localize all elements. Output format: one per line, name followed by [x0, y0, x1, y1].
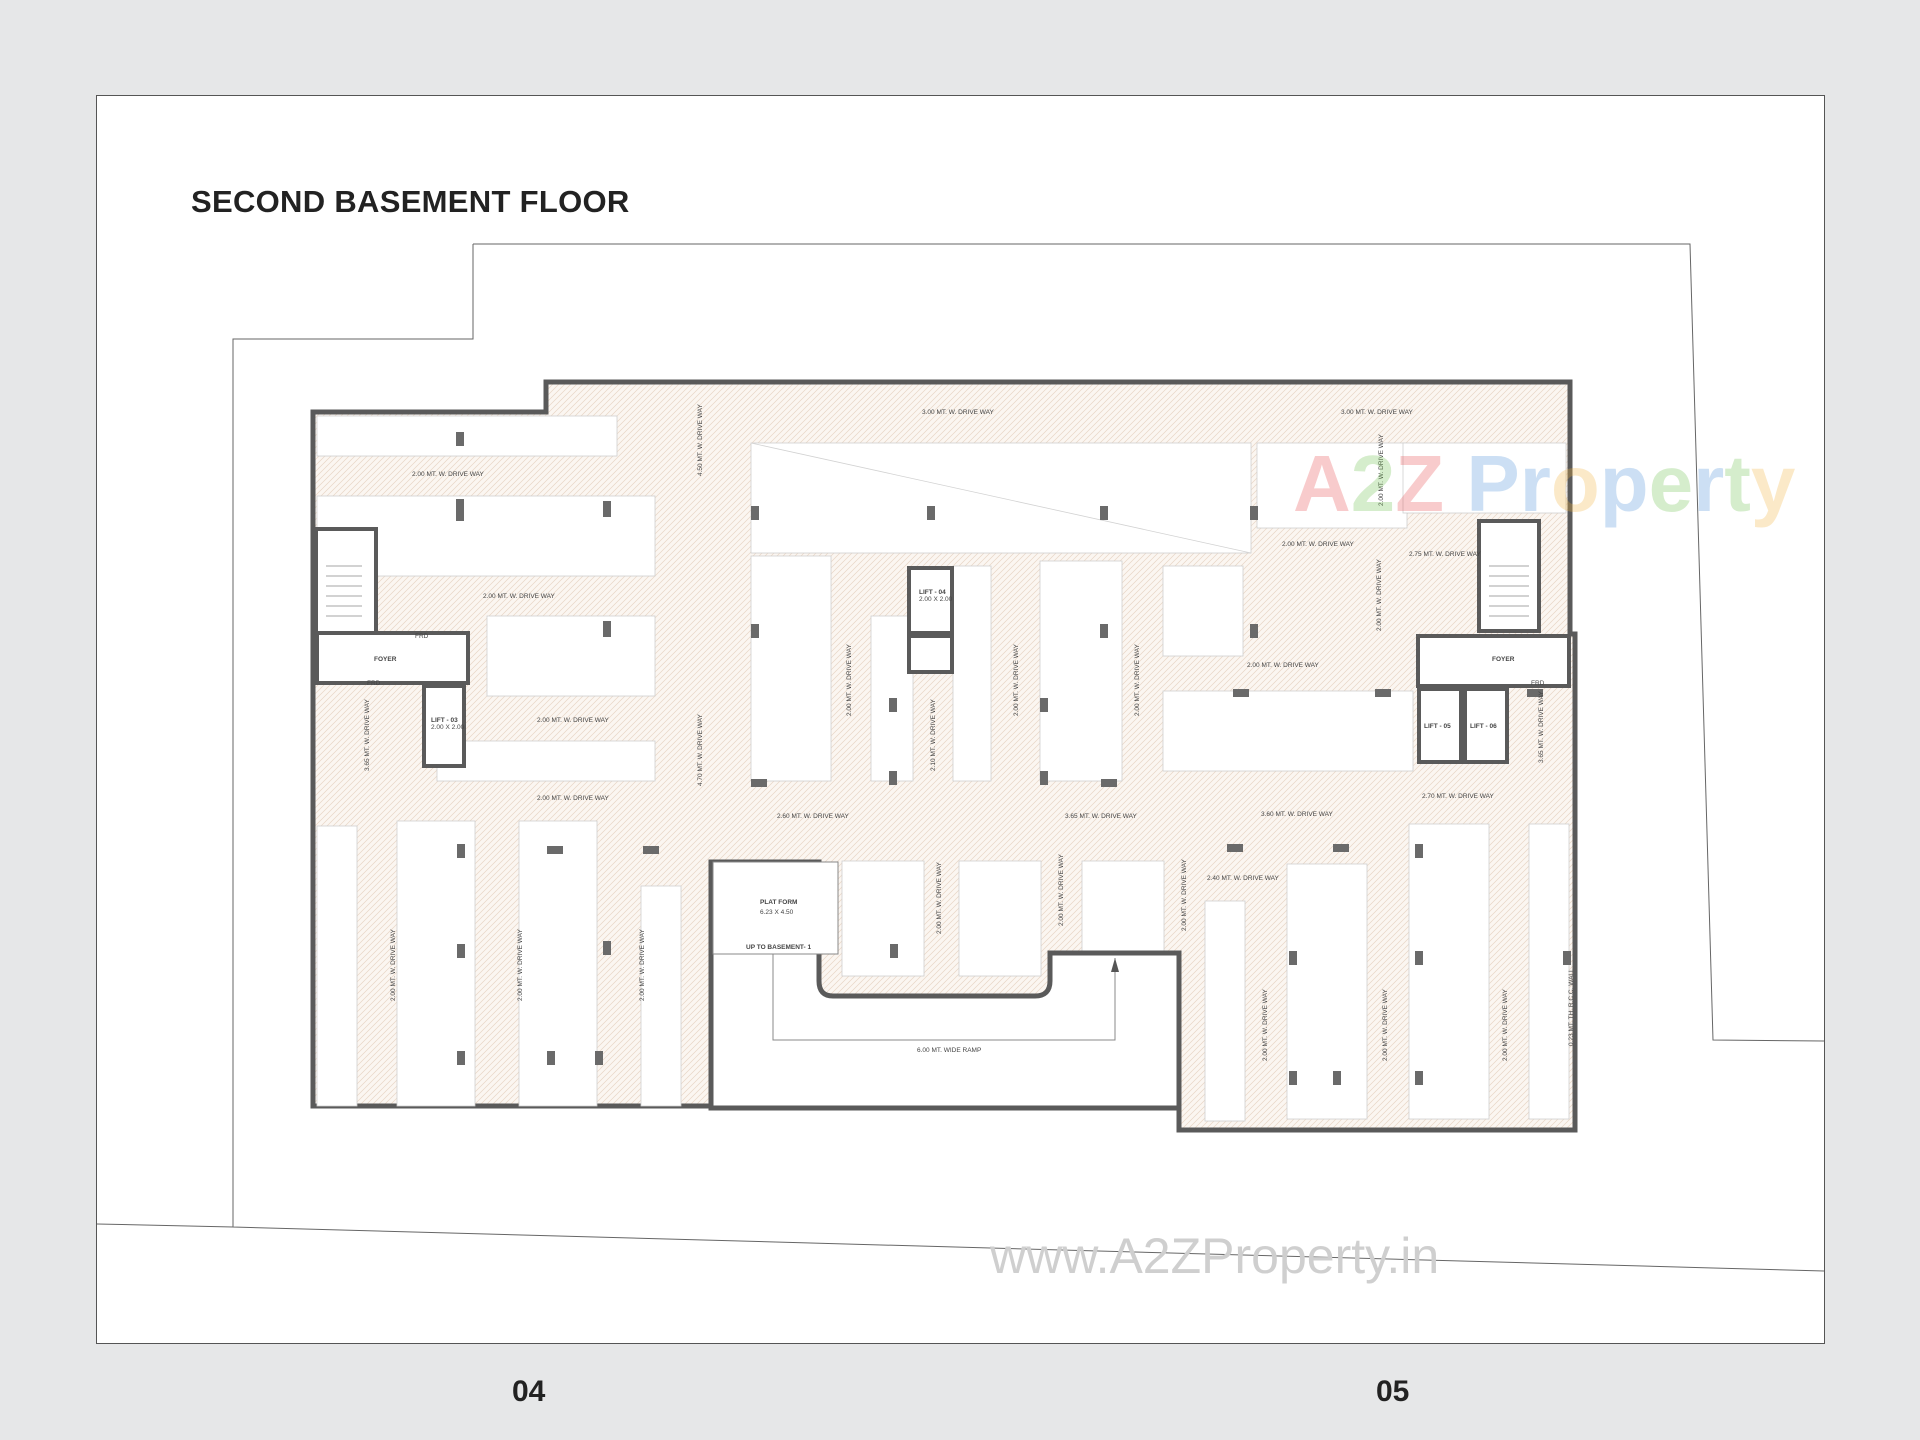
columns: [456, 432, 1571, 1085]
lift-label: LIFT - 04: [919, 589, 946, 596]
watermark-logo-letter: r: [1520, 439, 1551, 528]
driveway-label: 2.00 MT. W. DRIVE WAY: [1282, 541, 1355, 548]
watermark-logo: A2Z Property: [1293, 439, 1796, 528]
core-center: [907, 566, 954, 674]
ramp-well: [708, 859, 1182, 1111]
ramp-arrow: [1111, 958, 1119, 972]
driveway-label: 2.00 MT. W. DRIVE WAY: [846, 643, 853, 716]
driveway-label: 2.00 MT. W. DRIVE WAY: [1262, 988, 1269, 1061]
watermark-logo-letter: p: [1600, 439, 1649, 528]
frd-label: FRD: [1531, 680, 1545, 687]
lift-size-label: 2.00 X 2.00: [919, 596, 953, 603]
drawing-sheet: SECOND BASEMENT FLOOR: [96, 95, 1825, 1344]
page-number-left: 04: [512, 1375, 546, 1408]
driveway-label: 4.50 MT. W. DRIVE WAY: [697, 403, 704, 476]
stall-lines: [750, 442, 1252, 554]
watermark-logo-letter: o: [1551, 439, 1600, 528]
page-title: SECOND BASEMENT FLOOR: [191, 184, 630, 219]
watermark-logo-letter: Z: [1395, 439, 1444, 528]
watermark-logo-letter: t: [1724, 439, 1751, 528]
driveway-label: 2.00 MT. W. DRIVE WAY: [936, 861, 943, 934]
driveway-label: 3.60 MT. W. DRIVE WAY: [1261, 811, 1334, 818]
driveway-label: 2.00 MT. W. DRIVE WAY: [517, 928, 524, 1001]
page-number-right: 05: [1376, 1375, 1410, 1408]
driveway-label: 2.00 MT. W. DRIVE WAY: [1134, 643, 1141, 716]
plot-boundary: [473, 243, 1824, 1042]
driveway-label: 2.00 MT. W. DRIVE WAY: [1382, 988, 1389, 1061]
driveway-label: 2.00 MT. W. DRIVE WAY: [412, 471, 485, 478]
driveway-labels: 3.00 MT. W. DRIVE WAY 3.00 MT. W. DRIVE …: [364, 403, 1575, 1061]
driveway-label: 2.75 MT. W. DRIVE WAY: [1409, 551, 1482, 558]
lift-label: LIFT - 05: [1424, 723, 1451, 730]
driveway-label: 2.00 MT. W. DRIVE WAY: [1181, 858, 1188, 931]
ramp-label: 6.00 MT. WIDE RAMP: [917, 1047, 981, 1054]
floor-plan: 3.00 MT. W. DRIVE WAY 3.00 MT. W. DRIVE …: [97, 243, 1824, 1284]
driveway-label: 3.65 MT. W. DRIVE WAY: [364, 698, 371, 771]
lift-size-label: 2.00 X 2.00: [431, 724, 465, 731]
platform-size: 6.23 X 4.50: [760, 909, 794, 916]
driveway-label: 4.70 MT. W. DRIVE WAY: [697, 713, 704, 786]
driveway-label: 3.00 MT. W. DRIVE WAY: [1341, 409, 1414, 416]
driveway-label: 2.00 MT. W. DRIVE WAY: [537, 717, 610, 724]
driveway-label: 3.65 MT. W. DRIVE WAY: [1538, 690, 1545, 763]
foyer-label: FOYER: [1492, 656, 1515, 663]
watermark-logo-letter: r: [1693, 439, 1724, 528]
frd-label: FRD: [415, 633, 429, 640]
driveway-label: 2.00 MT. W. DRIVE WAY: [1058, 853, 1065, 926]
driveway-label: 2.00 MT. W. DRIVE WAY: [1376, 558, 1383, 631]
driveway-label: 2.40 MT. W. DRIVE WAY: [1207, 875, 1280, 882]
watermark-logo-letter: 2: [1351, 439, 1396, 528]
driveway-label: 2.00 MT. W. DRIVE WAY: [1247, 662, 1320, 669]
driveway-label: 2.60 MT. W. DRIVE WAY: [777, 813, 850, 820]
watermark-logo-letter: y: [1751, 439, 1796, 528]
parking-bays: [316, 415, 1570, 1122]
stairs: [326, 565, 1529, 617]
watermark-logo-letter: A: [1293, 439, 1351, 528]
ramp-outline: [772, 954, 1116, 1041]
frd-label: FRD: [367, 680, 381, 687]
watermark-logo-letter: [1444, 439, 1466, 528]
platform: [712, 861, 839, 955]
driveway-label: 2.00 MT. W. DRIVE WAY: [1378, 433, 1385, 506]
watermark-logo-letter: P: [1466, 439, 1519, 528]
watermark-url: www.A2ZProperty.in: [989, 1228, 1439, 1284]
rcc-wall-label: 0.23 MT. TH. R.C.C. WALL: [1568, 968, 1575, 1046]
driveway-label: 2.10 MT. W. DRIVE WAY: [930, 698, 937, 771]
driveway-label: 2.00 MT. W. DRIVE WAY: [483, 593, 556, 600]
driveway-label: 2.00 MT. W. DRIVE WAY: [390, 928, 397, 1001]
lift-label: LIFT - 06: [1470, 723, 1497, 730]
foyer-label: FOYER: [374, 656, 397, 663]
driveway-label: 2.70 MT. W. DRIVE WAY: [1422, 793, 1495, 800]
core-labels: FOYER FOYER FRD FRD FRD LIFT - 03 LIFT -…: [367, 589, 1545, 731]
platform-label: PLAT FORM: [760, 899, 797, 906]
driveway-label: 2.00 MT. W. DRIVE WAY: [537, 795, 610, 802]
driveway-label: 2.00 MT. W. DRIVE WAY: [1502, 988, 1509, 1061]
lift-label: LIFT - 03: [431, 717, 458, 724]
driveway-label: 3.00 MT. W. DRIVE WAY: [922, 409, 995, 416]
driveway-label: 2.00 MT. W. DRIVE WAY: [1013, 643, 1020, 716]
watermark-logo-letter: e: [1649, 439, 1694, 528]
driveway-label: 3.65 MT. W. DRIVE WAY: [1065, 813, 1138, 820]
driveway-label: 2.00 MT. W. DRIVE WAY: [639, 928, 646, 1001]
watermark-logo-text: A2Z Property: [1293, 439, 1796, 528]
up-to-basement-label: UP TO BASEMENT- 1: [746, 944, 812, 951]
